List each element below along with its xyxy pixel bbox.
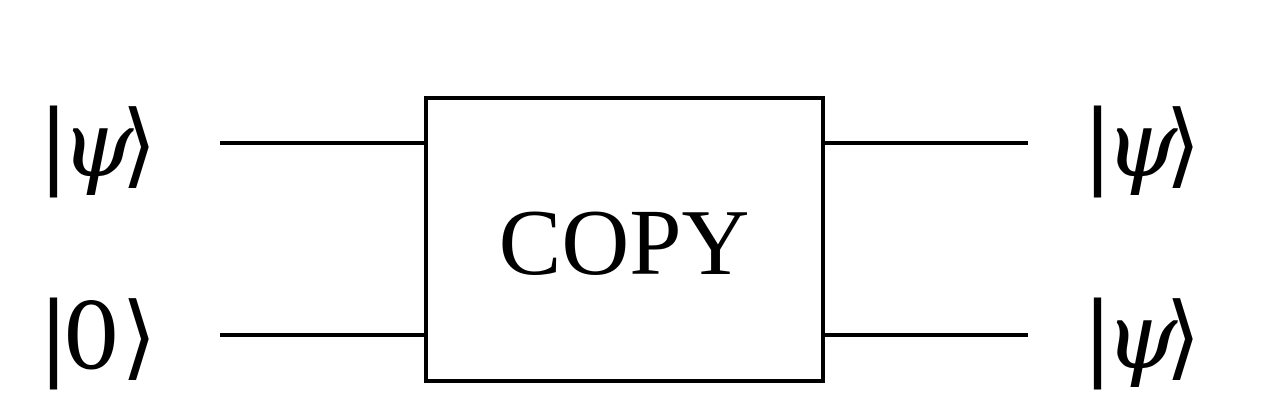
copy-gate-label: COPY	[499, 191, 750, 295]
input-bottom-prefix: |	[38, 283, 69, 390]
output-label-top: | ψ ⟩	[1082, 91, 1201, 198]
copy-gate-box	[424, 96, 825, 383]
input-top-symbol: ψ	[61, 91, 134, 198]
input-label-top: | ψ ⟩	[38, 91, 157, 198]
output-label-bottom: | ψ ⟩	[1082, 283, 1201, 390]
output-top-symbol: ψ	[1105, 91, 1178, 198]
input-bottom-symbol: 0	[62, 283, 121, 390]
output-top-prefix: |	[1082, 91, 1113, 198]
output-bottom-prefix: |	[1082, 283, 1113, 390]
output-bottom-symbol: ψ	[1105, 283, 1178, 390]
input-label-bottom: | 0 ⟩	[38, 283, 157, 390]
output-top-suffix: ⟩	[1165, 91, 1201, 198]
input-bottom-suffix: ⟩	[121, 283, 157, 390]
output-bottom-suffix: ⟩	[1165, 283, 1201, 390]
input-top-prefix: |	[38, 91, 69, 198]
input-top-suffix: ⟩	[121, 91, 157, 198]
